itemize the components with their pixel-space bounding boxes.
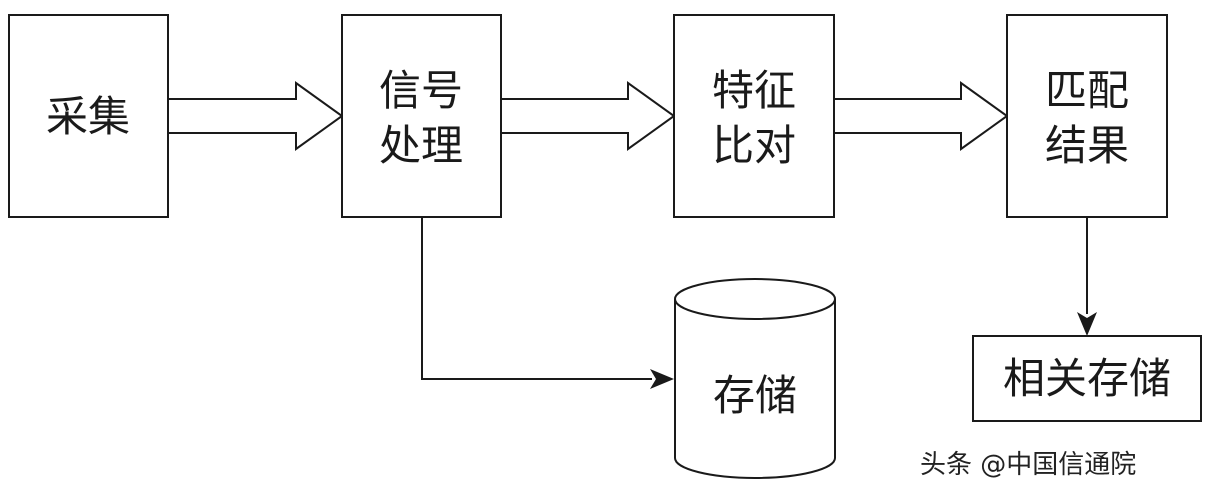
- node-feature-compare-box: [673, 14, 835, 218]
- node-match-result: 匹配 结果: [1006, 14, 1168, 218]
- node-collect: 采集: [8, 14, 169, 218]
- arrowhead-to-related-storage: [1077, 312, 1097, 336]
- arrowhead-to-storage: [650, 369, 674, 389]
- flow-arrow-collect-to-signal: [167, 81, 344, 151]
- node-signal-processing: 信号 处理: [341, 14, 502, 218]
- node-storage-label: 存储: [713, 371, 797, 420]
- connector-signal-to-storage: [421, 217, 652, 380]
- watermark-text: 头条 @中国信通院: [920, 450, 1137, 480]
- node-signal-processing-label-line1: 信号: [379, 66, 463, 115]
- flow-arrow-feature-to-match: [833, 81, 1009, 151]
- node-related-storage: 相关存储: [972, 335, 1202, 422]
- storage-cylinder-top: [674, 278, 836, 320]
- node-collect-label: 采集: [46, 92, 130, 141]
- node-signal-processing-label-line2: 处理: [379, 121, 463, 170]
- storage-cylinder-body: [674, 299, 836, 479]
- node-collect-box: [8, 14, 169, 218]
- node-related-storage-label: 相关存储: [1003, 354, 1171, 403]
- node-feature-compare: 特征 比对: [673, 14, 835, 218]
- node-match-result-label-line1: 匹配: [1045, 66, 1129, 115]
- node-feature-compare-label-line2: 比对: [712, 121, 796, 170]
- node-feature-compare-label-line1: 特征: [712, 66, 796, 115]
- node-related-storage-box: [972, 335, 1202, 422]
- flow-arrow-signal-to-feature: [500, 81, 676, 151]
- node-storage: 存储: [674, 278, 836, 479]
- node-match-result-box: [1006, 14, 1168, 218]
- node-signal-processing-box: [341, 14, 502, 218]
- node-match-result-label-line2: 结果: [1045, 121, 1129, 170]
